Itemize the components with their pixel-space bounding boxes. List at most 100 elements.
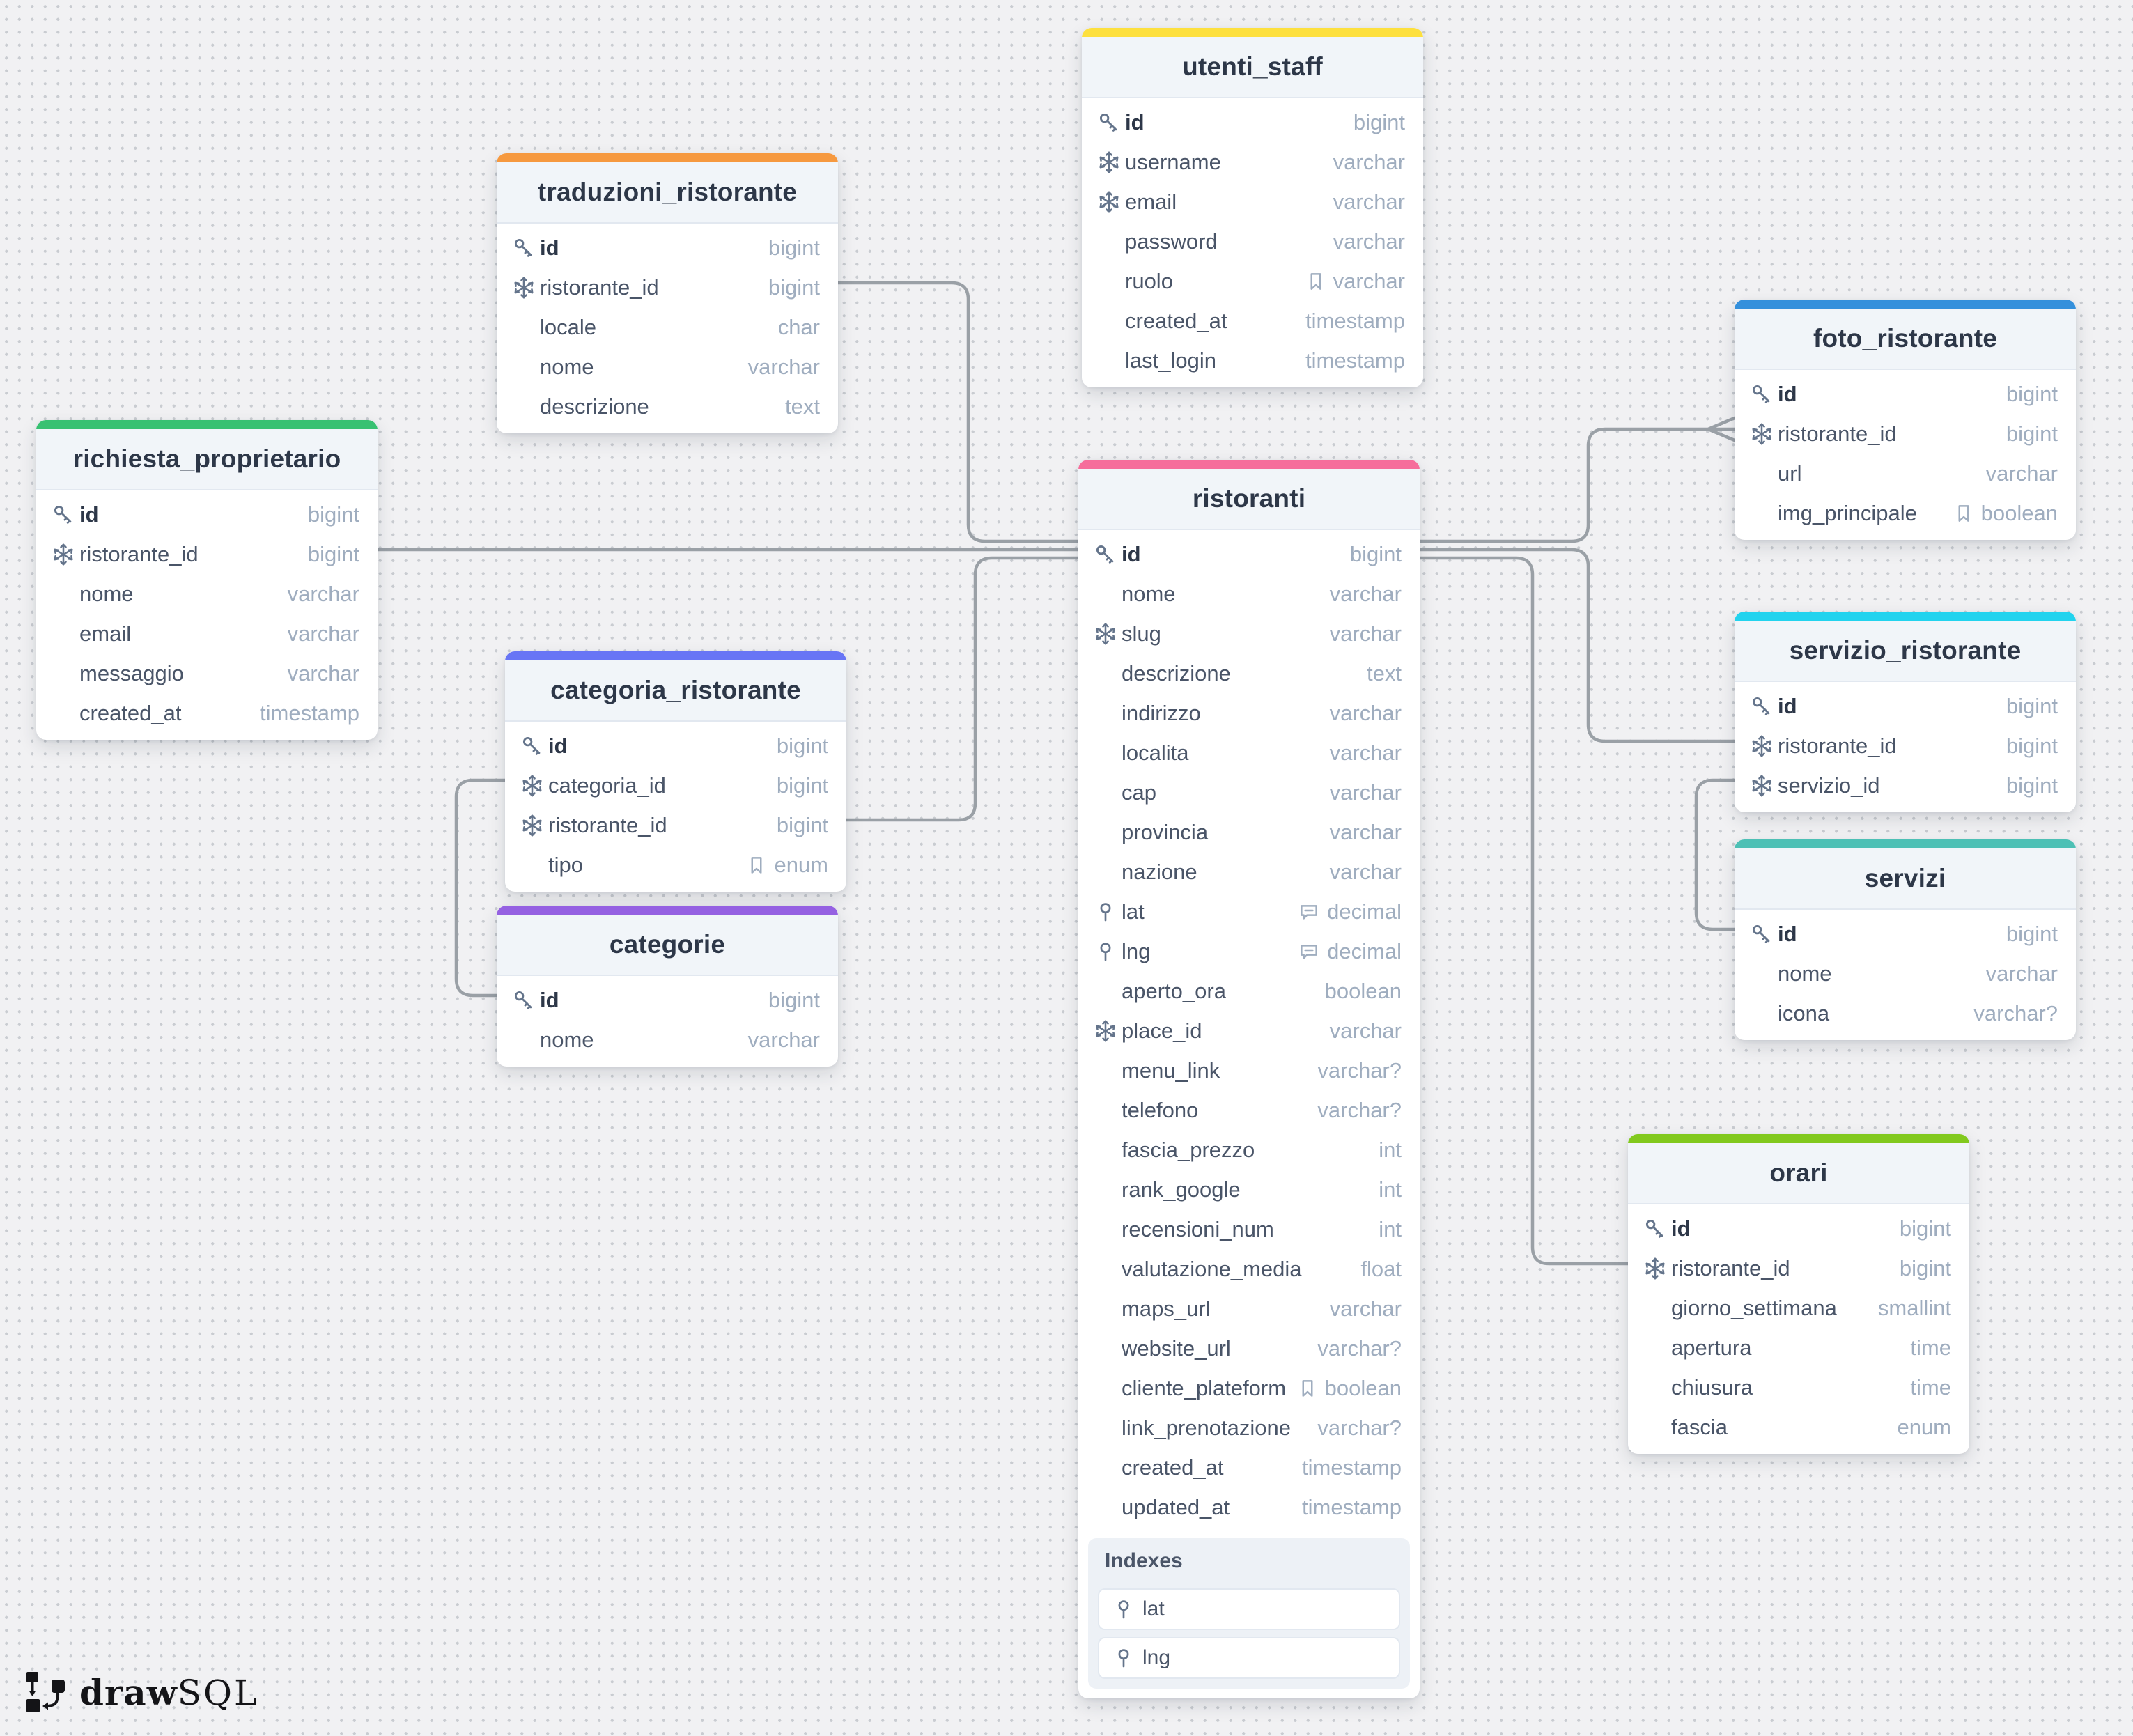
table-header[interactable]: traduzioni_ristorante [497, 162, 838, 224]
table-header[interactable]: categorie [497, 915, 838, 976]
logo-sql: SQL [177, 1672, 260, 1713]
comment-icon [1298, 938, 1320, 965]
table-header[interactable]: servizio_ristorante [1735, 621, 2076, 682]
table-header[interactable]: servizi [1735, 848, 2076, 910]
table-header[interactable]: ristoranti [1078, 469, 1420, 530]
column-type-text: timestamp [1305, 348, 1405, 373]
column-type: varchar [748, 355, 820, 380]
index-icon [1110, 1596, 1137, 1622]
primary-key-icon [1096, 109, 1122, 136]
column-type: bigint [768, 988, 820, 1013]
table-header[interactable]: categoria_ristorante [505, 660, 846, 722]
table-header[interactable]: richiesta_proprietario [36, 429, 378, 490]
table-header[interactable]: utenti_staff [1082, 37, 1423, 98]
no-icon [1748, 500, 1775, 527]
index-pill-lng[interactable]: lng [1098, 1637, 1400, 1679]
index-pill-lat[interactable]: lat [1098, 1588, 1400, 1630]
snowflake-icon [1748, 773, 1775, 799]
table-header[interactable]: orari [1628, 1143, 1969, 1204]
no-icon [1642, 1414, 1668, 1441]
column-name: ristorante_id [1778, 733, 1897, 758]
table-header[interactable]: foto_ristorante [1735, 309, 2076, 370]
